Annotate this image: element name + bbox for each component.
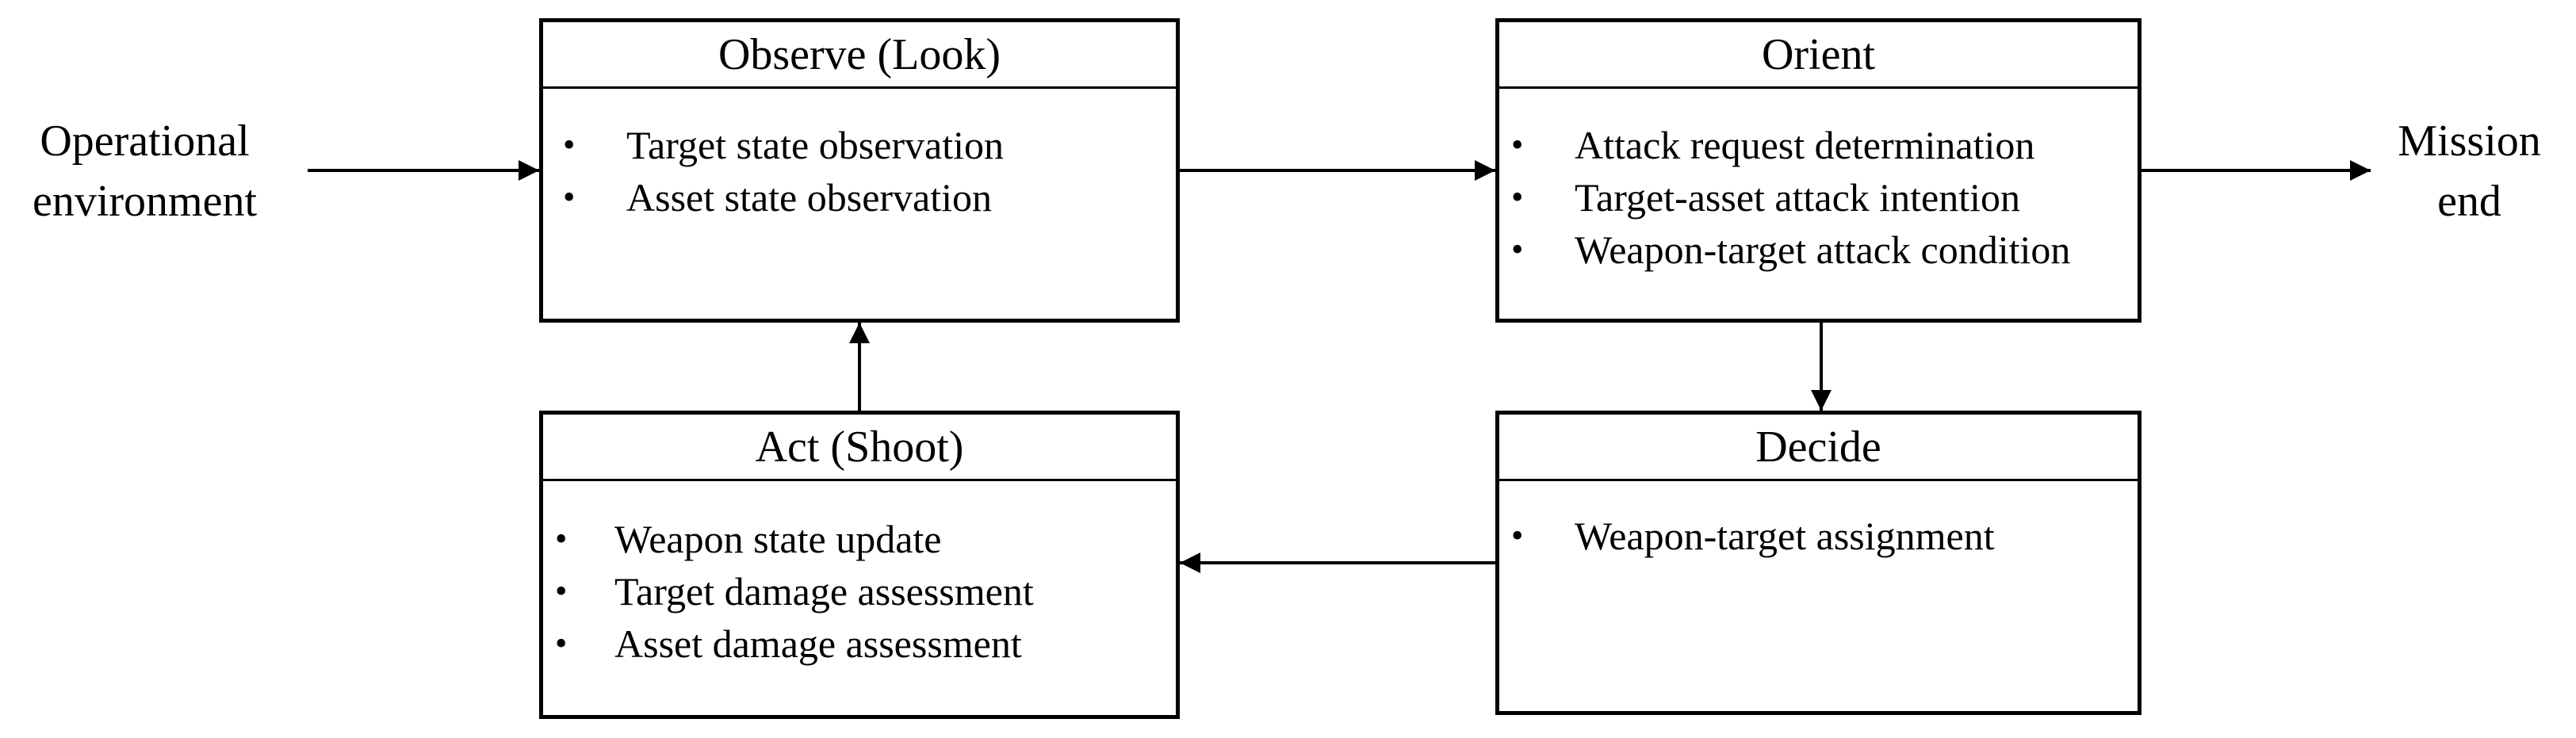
observe-title: Observe (Look) — [543, 22, 1176, 89]
act-items: Weapon state update Target damage assess… — [543, 513, 1176, 670]
act-title: Act (Shoot) — [543, 415, 1176, 481]
act-item: Target damage assessment — [543, 565, 1176, 618]
act-item: Asset damage assessment — [543, 618, 1176, 670]
orient-item: Target-asset attack intention — [1499, 171, 2138, 224]
orient-box: Orient Attack request determination Targ… — [1495, 18, 2142, 323]
act-box: Act (Shoot) Weapon state update Target d… — [539, 411, 1180, 719]
mission-end-line1: Mission — [2398, 117, 2541, 166]
decide-title: Decide — [1499, 415, 2138, 481]
orient-item: Weapon-target attack condition — [1499, 224, 2138, 276]
mission-end-line2: end — [2437, 177, 2501, 226]
decide-items: Weapon-target assignment — [1499, 510, 2138, 562]
operational-environment-line2: environment — [32, 177, 258, 226]
mission-end-label: Mission end — [2363, 111, 2576, 231]
observe-item: Asset state observation — [543, 171, 1176, 224]
orient-item: Attack request determination — [1499, 119, 2138, 171]
observe-box: Observe (Look) Target state observation … — [539, 18, 1180, 323]
observe-items: Target state observation Asset state obs… — [543, 119, 1176, 224]
orient-title: Orient — [1499, 22, 2138, 89]
decide-item: Weapon-target assignment — [1499, 510, 2138, 562]
orient-items: Attack request determination Target-asse… — [1499, 119, 2138, 276]
act-item: Weapon state update — [543, 513, 1176, 565]
decide-box: Decide Weapon-target assignment — [1495, 411, 2142, 715]
operational-environment-label: Operational environment — [0, 111, 289, 231]
observe-item: Target state observation — [543, 119, 1176, 171]
operational-environment-line1: Operational — [40, 117, 250, 166]
